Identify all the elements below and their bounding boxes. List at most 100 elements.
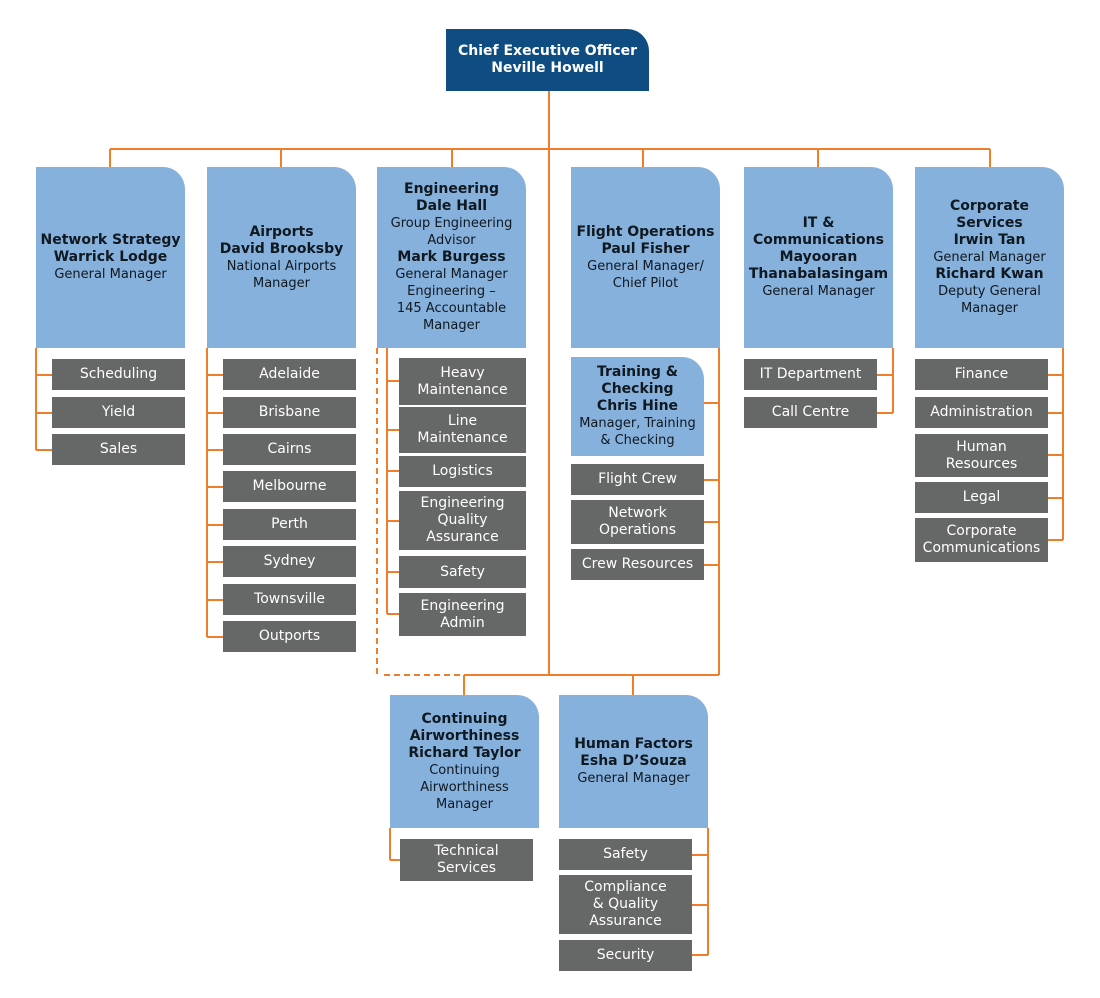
unit-box: Safety <box>559 839 692 870</box>
unit-label-line: Technical <box>434 843 499 859</box>
department-line: Mark Burgess <box>397 249 506 265</box>
department-line: Airworthiness <box>409 727 520 744</box>
department-line: Flight Operations <box>576 223 715 240</box>
unit-box: IT Department <box>744 359 877 390</box>
department-line: Manager <box>961 301 1018 316</box>
department-line: Chris Hine <box>596 398 679 414</box>
department-line: Group Engineering <box>390 216 513 231</box>
unit-label: Townsville <box>254 591 325 607</box>
unit-label-line: Human <box>956 438 1007 455</box>
unit-label: Sales <box>99 441 138 457</box>
department-line: National Airports <box>226 258 337 274</box>
unit-label-line: Network <box>608 505 667 521</box>
unit-box: Call Centre <box>744 397 877 428</box>
department-line: Warrick Lodge <box>53 249 168 265</box>
unit-label-line: Crew Resources <box>581 556 694 572</box>
unit-box: Finance <box>915 359 1048 390</box>
department-line: Manager, Training <box>579 416 696 431</box>
unit-label-line: Services <box>436 860 497 876</box>
unit-box: Adelaide <box>223 359 356 390</box>
department-line: Human Factors <box>574 736 693 752</box>
department-line: 145 Accountable <box>396 301 507 316</box>
unit-box: Administration <box>915 397 1048 428</box>
unit-box: Yield <box>52 397 185 428</box>
unit-box: Sales <box>52 434 185 465</box>
unit-label-line: Safety <box>440 563 485 580</box>
unit-label-line: Maintenance <box>417 381 508 398</box>
department-line: General Manager <box>933 250 1046 265</box>
department-line: General Manager/ <box>587 258 704 274</box>
unit-label-line: Safety <box>603 846 648 862</box>
unit-box: Perth <box>223 509 356 540</box>
unit-box: Outports <box>223 621 356 652</box>
ceo-title: Chief Executive Officer <box>457 43 638 59</box>
unit-label-line: Corporate <box>946 523 1017 539</box>
unit-label-line: Logistics <box>432 463 493 479</box>
department-line: Continuing <box>429 762 500 778</box>
unit-label-line: Assurance <box>589 913 662 929</box>
department-line: Services <box>956 215 1023 231</box>
department-line: General Manager <box>54 267 167 282</box>
unit-label: Sydney <box>263 553 316 569</box>
department-line: General Manager <box>577 771 690 786</box>
unit-label: Call Centre <box>771 404 850 420</box>
department-line: Esha D’Souza <box>580 753 687 769</box>
unit-box: Legal <box>915 482 1048 513</box>
department-line: Network Strategy <box>40 232 181 248</box>
unit-box: Safety <box>399 556 526 588</box>
unit-box: Logistics <box>399 456 526 487</box>
unit-box: Sydney <box>223 546 356 577</box>
unit-box: Security <box>559 940 692 971</box>
department-line: General Manager <box>762 284 875 299</box>
department-line: IT & <box>802 215 835 231</box>
department-line: & Checking <box>600 433 675 448</box>
department-line: Chief Pilot <box>612 275 679 291</box>
unit-label-line: Finance <box>954 366 1009 382</box>
unit-label-line: Heavy <box>440 364 485 381</box>
unit-label-line: Engineering <box>420 495 505 511</box>
department-line: Communications <box>753 232 884 248</box>
unit-box: Crew Resources <box>571 549 704 580</box>
unit-label-line: Flight Crew <box>598 471 677 487</box>
department-line: Mayooran <box>779 249 858 265</box>
department-line: Checking <box>601 381 674 397</box>
department-line: Manager <box>253 275 310 291</box>
department-line: Engineering – <box>407 284 496 299</box>
unit-label: Brisbane <box>258 404 321 420</box>
department-line: David Brooksby <box>219 240 344 257</box>
department-line: Corporate <box>950 198 1029 214</box>
department-line: General Manager <box>395 267 508 282</box>
unit-label-line: Security <box>596 947 655 963</box>
unit-label: Scheduling <box>79 366 158 382</box>
unit-label-line: Communications <box>922 540 1041 556</box>
unit-box: Brisbane <box>223 397 356 428</box>
unit-label: Cairns <box>267 441 312 457</box>
department-line: Thanabalasingam <box>748 266 889 282</box>
department-line: Engineering <box>404 181 499 197</box>
ceo-box: Chief Executive Officer Neville Howell <box>446 29 649 91</box>
department-line: Paul Fisher <box>601 240 690 257</box>
unit-label-line: Engineering <box>420 597 505 614</box>
department-line: Richard Taylor <box>408 744 521 761</box>
unit-label-line: Admin <box>440 614 485 631</box>
unit-label-line: Resources <box>945 455 1018 472</box>
department-line: Manager <box>423 318 480 333</box>
unit-label-line: Quality <box>437 512 488 528</box>
department-line: Advisor <box>427 233 476 248</box>
unit-label-line: Operations <box>599 522 676 538</box>
unit-label: Melbourne <box>252 478 327 494</box>
